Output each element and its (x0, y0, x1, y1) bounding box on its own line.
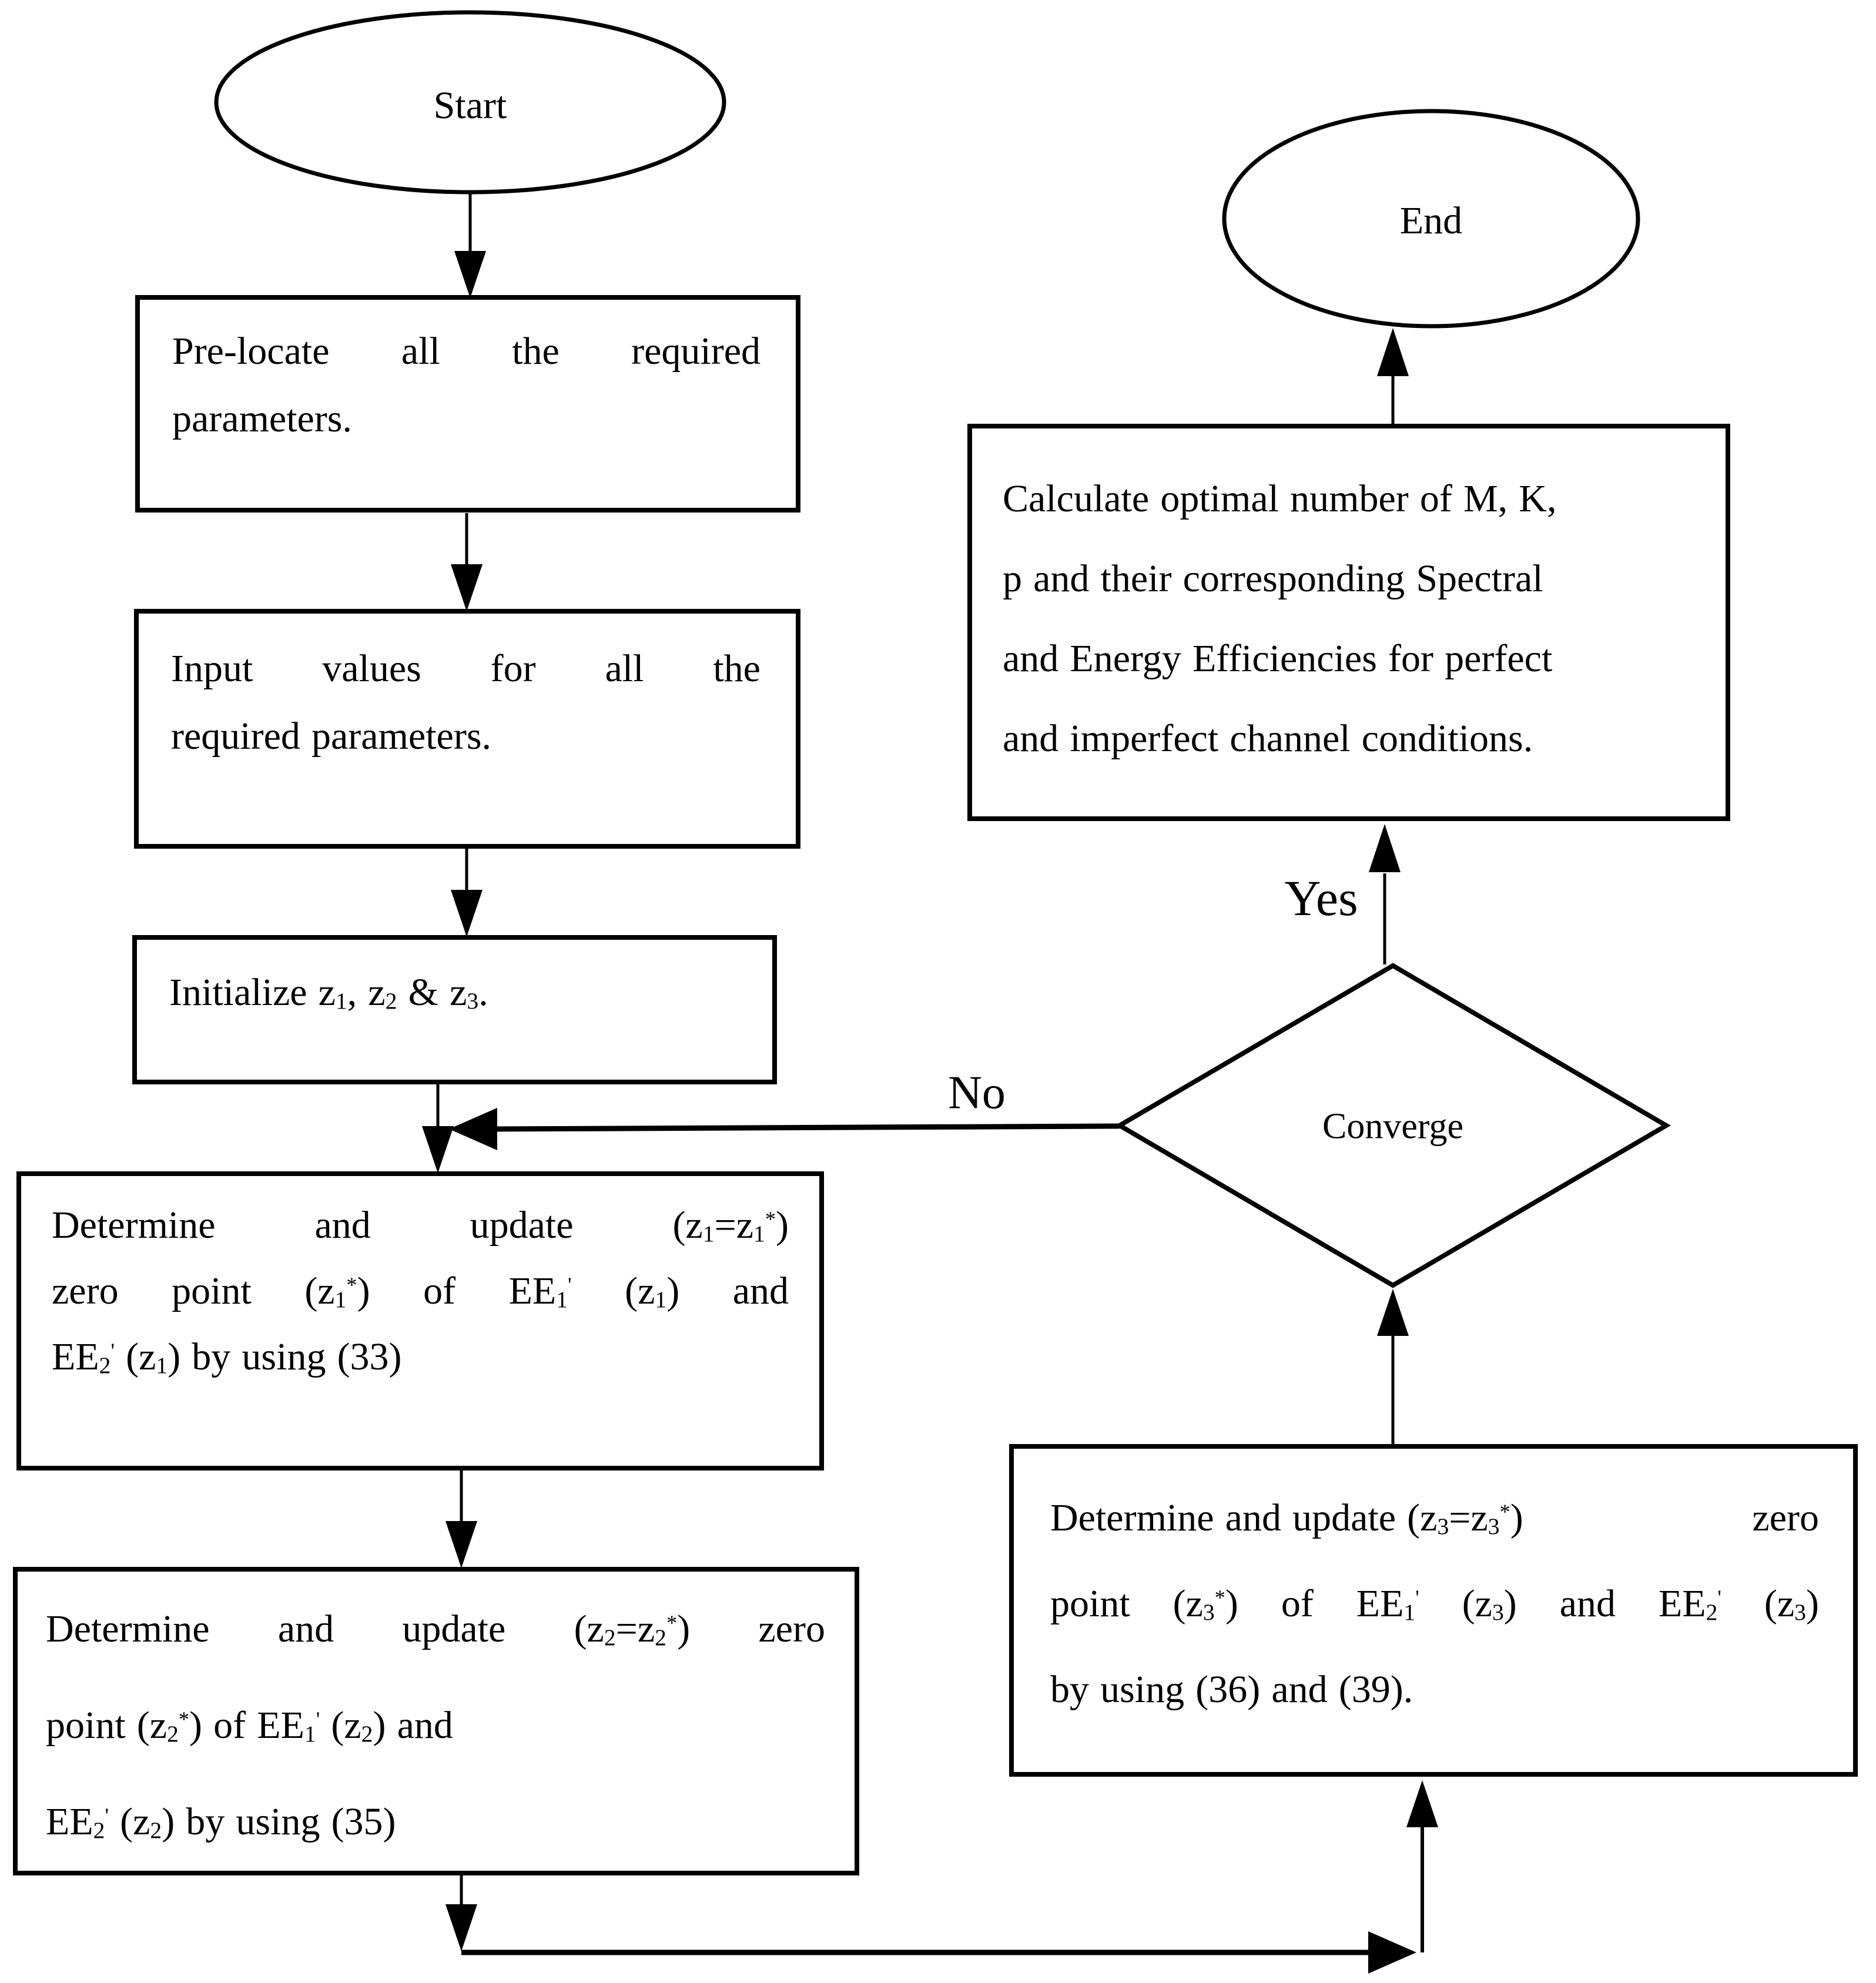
end-label: End (1399, 199, 1463, 242)
start-label: Start (433, 84, 507, 127)
edge-calculate-to-end (1377, 328, 1409, 425)
edge-prelocate-to-input (451, 513, 483, 611)
converge-label: Converge (1322, 1106, 1463, 1147)
yes-branch-label: Yes (1284, 870, 1358, 926)
edge-input-to-initialize (451, 849, 483, 937)
edge-converge-yes-to-calculate (1369, 824, 1401, 964)
converge-diamond (1115, 963, 1671, 1288)
edge-no-return-line (449, 1108, 1120, 1150)
edge-start-to-prelocate (454, 192, 486, 298)
end-ellipse (1222, 109, 1640, 329)
edge-initialize-to-update-z1 (422, 1084, 454, 1173)
edge-update-z2-to-update-z3 (445, 1780, 1438, 1974)
edge-update-z3-to-converge (1377, 1289, 1409, 1445)
edge-update-z1-to-update-z2 (445, 1470, 477, 1568)
no-branch-label: No (948, 1067, 1006, 1119)
